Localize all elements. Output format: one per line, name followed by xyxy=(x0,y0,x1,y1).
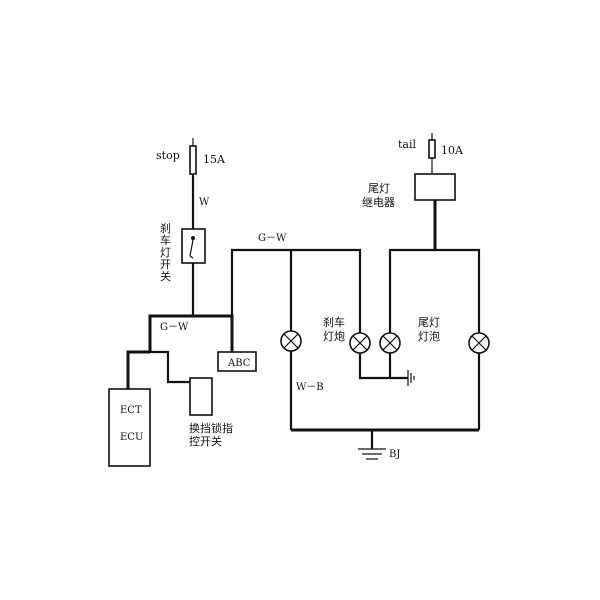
tail-bulb-label-1: 尾灯 xyxy=(418,316,440,329)
tail-label: tail xyxy=(398,138,416,151)
gw-top-wire xyxy=(230,248,362,333)
tail-lamp-icon xyxy=(379,332,401,354)
ect-label: ECT xyxy=(120,405,142,416)
shift-lock-label-2: 控开关 xyxy=(189,434,222,448)
brake-bulb-label-2: 灯炮 xyxy=(323,330,345,343)
tail-relay-label-1: 尾灯 xyxy=(368,182,390,195)
gw-top-label: G－W xyxy=(258,233,287,244)
ground-icon xyxy=(407,370,415,386)
tail-feed-wire xyxy=(388,248,481,333)
ect-ecu-box xyxy=(108,388,151,467)
ecu-label: ECU xyxy=(120,432,143,443)
wb-label: W－B xyxy=(296,382,324,393)
shift-lock-label-1: 换挡锁指 xyxy=(189,421,233,435)
brake-switch-label-3: 灯 xyxy=(160,246,171,259)
w-label: W xyxy=(199,197,210,208)
brake-bulb-label-1: 刹车 xyxy=(323,315,345,329)
fuse-15a-label: 15A xyxy=(203,153,226,166)
fuse-10a-label: 10A xyxy=(441,144,464,157)
shift-lock-wire xyxy=(150,350,190,384)
brake-switch-label-4: 开 xyxy=(160,258,171,271)
brake-switch-icon xyxy=(181,228,206,264)
brake-switch-label-2: 车 xyxy=(160,233,171,247)
bj-ground-icon xyxy=(358,448,386,460)
brake-ground-wire xyxy=(358,353,408,380)
shift-lock-box xyxy=(189,377,213,416)
stop-fuse-icon xyxy=(189,138,197,175)
gw-mid-label: G－W xyxy=(160,322,189,333)
brake-switch-label-1: 刹 xyxy=(160,222,171,235)
tail-bulb-label-2: 灯泡 xyxy=(418,329,440,343)
ecu-wire xyxy=(126,350,150,389)
left-lamp-icon xyxy=(280,330,302,352)
right-lamp-icon xyxy=(468,332,490,354)
stop-label: stop xyxy=(156,149,180,162)
tail-relay-icon xyxy=(414,173,456,201)
abc-box xyxy=(217,351,257,372)
brake-switch-label-5: 关 xyxy=(160,269,171,283)
tail-relay-label-2: 继电器 xyxy=(362,196,395,209)
brake-lamp-icon xyxy=(349,332,371,354)
tail-fuse-icon xyxy=(428,133,436,174)
abc-label: ABC xyxy=(227,358,251,369)
gw-junction-wire xyxy=(148,314,234,352)
bj-label: BJ xyxy=(389,449,400,460)
